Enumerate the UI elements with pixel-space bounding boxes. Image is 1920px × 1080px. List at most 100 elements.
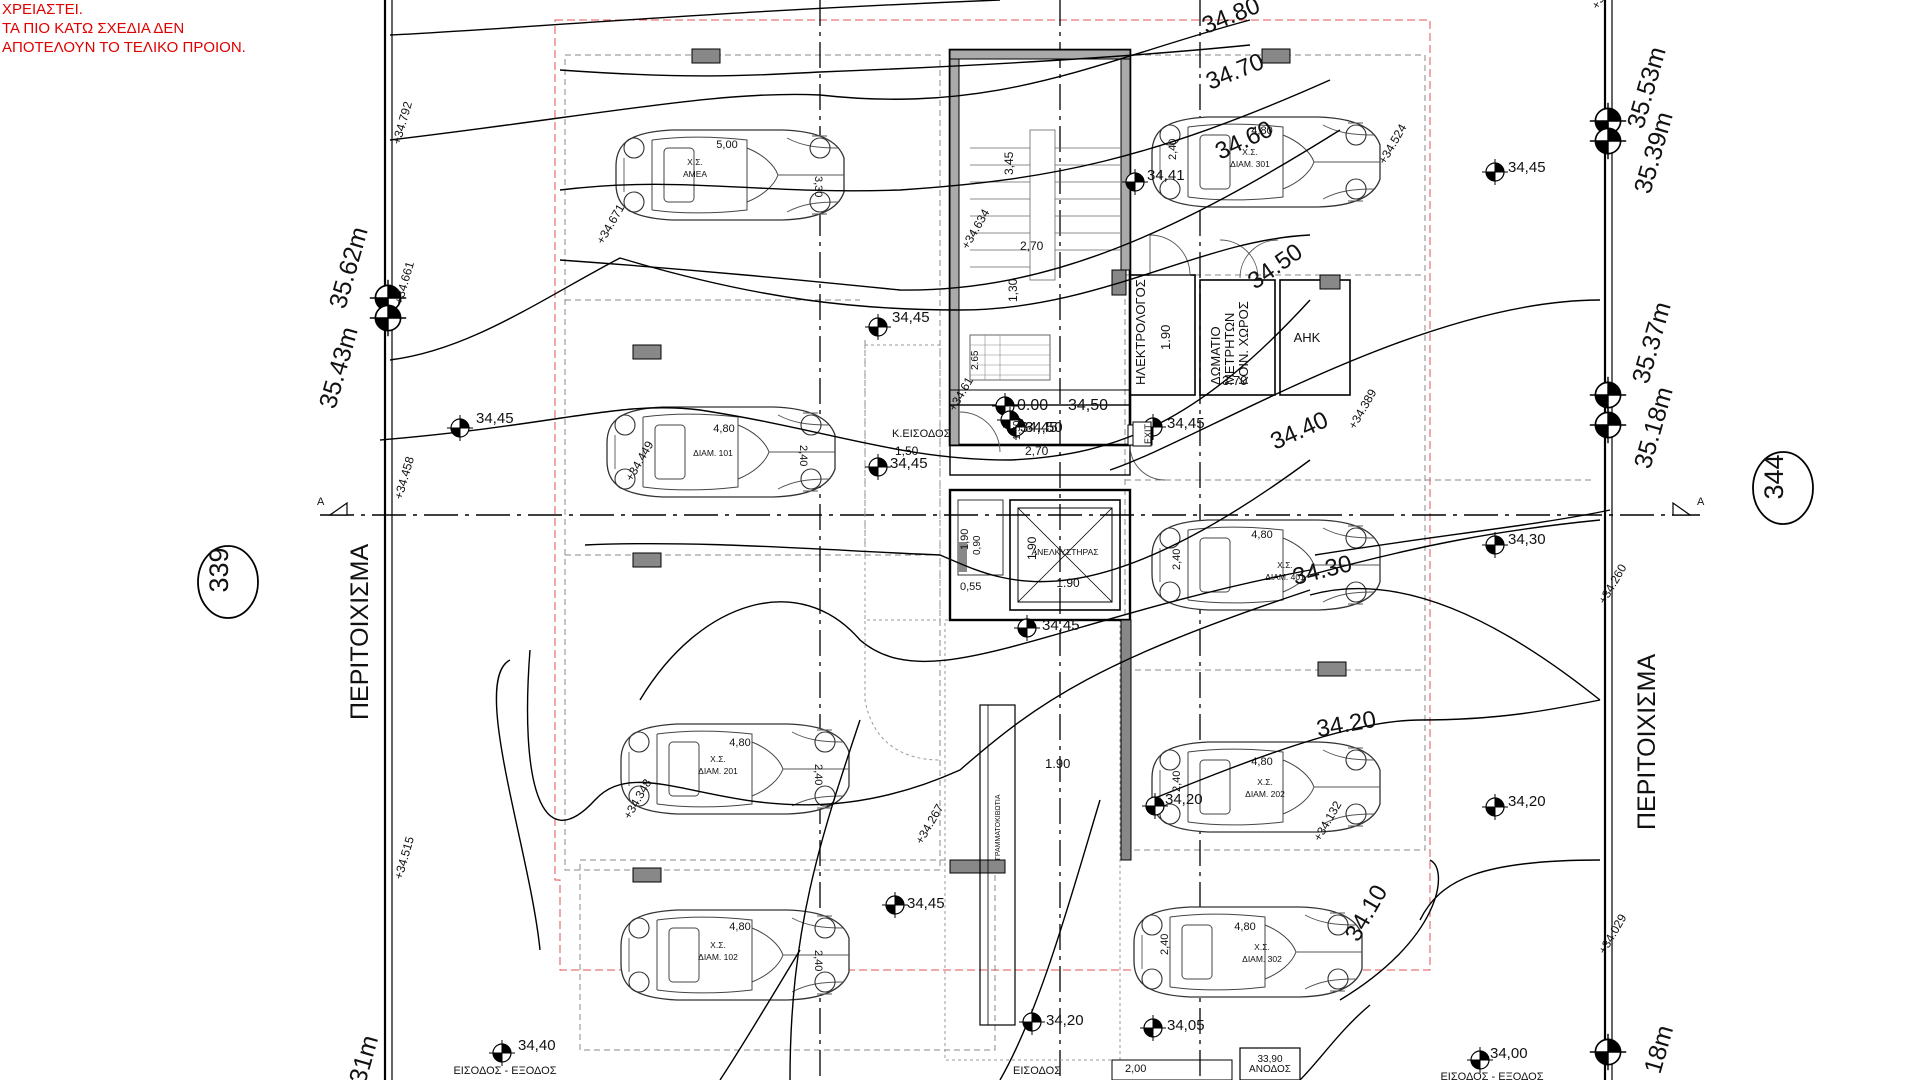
svg-text:0.00: 0.00	[1017, 397, 1048, 414]
section-marker-right: A	[1697, 496, 1705, 508]
survey-points: +34.792 +34.661 +34.458 +34.515 +34.671 …	[389, 0, 1629, 957]
svg-text:ΔΙΑΜ. 301: ΔΙΑΜ. 301	[1230, 159, 1270, 169]
svg-text:35.18m: 35.18m	[1629, 384, 1679, 472]
entrance-paths	[864, 344, 1121, 1061]
svg-text:1,50: 1,50	[895, 444, 919, 458]
svg-text:Χ.Σ.: Χ.Σ.	[710, 754, 726, 764]
svg-text:4,80: 4,80	[1251, 529, 1272, 541]
spot-level: 0.00 34,50	[991, 392, 1108, 420]
columns	[632, 48, 1347, 883]
svg-text:ΔΙΑΜ. 101: ΔΙΑΜ. 101	[693, 448, 733, 458]
svg-text:34.80: 34.80	[1198, 0, 1264, 40]
svg-text:0,55: 0,55	[960, 581, 981, 593]
spot-level: 34,41	[1121, 167, 1185, 196]
svg-text:34,20: 34,20	[1046, 1012, 1084, 1029]
lobby-and-lift	[948, 404, 1132, 1026]
parking-space-302: Χ.Σ. ΔΙΑΜ. 302 4,80 2,40	[1133, 906, 1363, 998]
parking-space-101: ΔΙΑΜ. 101 4,80 2,40	[606, 406, 836, 498]
svg-text:35.43m: 35.43m	[314, 324, 364, 412]
svg-text:4,80: 4,80	[713, 423, 734, 435]
svg-text:34,50: 34,50	[1068, 397, 1108, 414]
svg-text:+34.5: +34.5	[1588, 0, 1615, 12]
electrical-room-label: ΗΛΕΚΤΡΟΛΟΓΟΣ	[1133, 279, 1148, 385]
svg-text:Χ.Σ.: Χ.Σ.	[710, 940, 726, 950]
svg-text:34,40: 34,40	[518, 1037, 556, 1054]
svg-text:339: 339	[204, 547, 234, 592]
entrance-exit-left-label: ΕΙΣΟΔΟΣ - ΕΞΟΔΟΣ	[453, 1065, 556, 1077]
room-labels: ΗΛΕΚΤΡΟΛΟΓΟΣ 1.90 ΔΩΜΑΤΙΟ ΜΕΤΡΗΤΩΝ ΚΟΙΝ.…	[453, 279, 1543, 1080]
svg-text:2,40: 2,40	[1159, 934, 1171, 955]
svg-text:18m: 18m	[1639, 1022, 1679, 1076]
spot-levels: 34,45 34,45 34,45 34,45 34,45 34,45 0.00…	[446, 158, 1546, 1074]
meter-room-label-3: ΚΟΙΝ. ΧΩΡΟΣ	[1236, 301, 1251, 385]
elevator-width: 1.90	[1056, 576, 1080, 590]
svg-text:34,30: 34,30	[1508, 531, 1546, 548]
svg-text:34,05: 34,05	[1167, 1017, 1205, 1034]
spot-level: 34,45	[1002, 413, 1058, 441]
elevator-label: ΑΝΕΛΚΥΣΤΗΡΑΣ	[1031, 547, 1098, 557]
meter-room-dim: 3.70	[1222, 373, 1247, 388]
warning-line-3: ΑΠΟΤΕΛΟΥΝ ΤΟ ΤΕΛΙΚΟ ΠΡΟΙΟΝ.	[2, 39, 246, 56]
parking-space-102: Χ.Σ. ΔΙΑΜ. 102 4,80 2,40	[620, 909, 850, 1001]
dimension-labels: 3,45 2,70 1,30 1,50 2,70 1,50 1,90 0,55 …	[895, 151, 1146, 1075]
parking-space-401: Χ.Σ. ΔΙΑΜ. 401 4,80 2,40	[1151, 519, 1381, 611]
spot-level: 34,50	[996, 406, 1063, 436]
svg-text:1,30: 1,30	[1006, 278, 1020, 302]
svg-text:+34.524: +34.524	[1375, 121, 1409, 166]
svg-text:+34.515: +34.515	[391, 835, 417, 881]
svg-text:34.40: 34.40	[1266, 406, 1332, 455]
spot-level: 34,45	[864, 309, 930, 341]
ramp-label: ΑΝΟΔΟΣ	[1249, 1064, 1291, 1075]
svg-text:Χ.Σ.: Χ.Σ.	[1257, 777, 1273, 787]
mailboxes-label: ΓΡΑΜΜΑΤΟΚΙΒΩΤΙΑ	[995, 794, 1002, 860]
neighbour-labels: ΠΕΡΙΤΟΙΧΙΣΜΑ ΠΕΡΙΤΟΙΧΙΣΜΑ	[346, 544, 1661, 830]
svg-text:+34.792: +34.792	[389, 100, 415, 146]
spot-level: 34,30	[1481, 531, 1546, 559]
svg-text:+34.267: +34.267	[912, 801, 946, 846]
svg-text:34,45: 34,45	[892, 309, 930, 326]
svg-text:Χ.Σ.: Χ.Σ.	[1277, 560, 1293, 570]
svg-text:ΠΕΡΙΤΟΙΧΙΣΜΑ: ΠΕΡΙΤΟΙΧΙΣΜΑ	[346, 544, 374, 720]
entrance-label: ΕΙΣΟΔΟΣ	[1013, 1065, 1061, 1077]
svg-text:2,00: 2,00	[1125, 1063, 1146, 1075]
svg-text:ΔΙΑΜ. 401: ΔΙΑΜ. 401	[1265, 572, 1305, 582]
spot-level: 34,40	[488, 1037, 556, 1067]
svg-text:2.65: 2.65	[970, 350, 981, 370]
svg-text:+34.671: +34.671	[593, 201, 627, 246]
svg-text:2,40: 2,40	[1171, 549, 1183, 570]
svg-text:2,40: 2,40	[797, 445, 809, 466]
spot-level: 34,05	[1139, 1014, 1205, 1042]
section-marker-left: A	[317, 496, 325, 508]
plot-number-344: 344	[1752, 451, 1814, 525]
svg-text:EXIT: EXIT	[1143, 424, 1153, 445]
spot-level: 34,45	[446, 410, 514, 442]
spot-level: 34,45	[1481, 158, 1546, 186]
svg-text:ΠΕΡΙΤΟΙΧΙΣΜΑ: ΠΕΡΙΤΟΙΧΙΣΜΑ	[1633, 654, 1661, 830]
svg-text:344: 344	[1759, 454, 1789, 499]
spot-level: 34,45	[1013, 614, 1080, 642]
parking-space-201: Χ.Σ. ΔΙΑΜ. 201 4,80 2,40	[620, 723, 850, 815]
svg-text:Χ.Σ.: Χ.Σ.	[1254, 942, 1270, 952]
svg-text:34,45: 34,45	[907, 895, 945, 912]
entrance-exit-right-label: ΕΙΣΟΔΟΣ - ΕΞΟΔΟΣ	[1440, 1071, 1543, 1080]
svg-text:+34.634: +34.634	[958, 206, 992, 251]
svg-text:34,50: 34,50	[1025, 419, 1063, 436]
spot-level: 34,45	[1139, 413, 1205, 441]
svg-text:0,90: 0,90	[972, 535, 983, 555]
spot-level: 34,00	[1466, 1045, 1528, 1074]
svg-text:34,20: 34,20	[1165, 791, 1203, 808]
svg-text:34,00: 34,00	[1490, 1045, 1528, 1062]
spot-level: 34,20	[1481, 793, 1546, 821]
svg-text:34.10: 34.10	[1340, 880, 1393, 946]
svg-text:4,80: 4,80	[1251, 756, 1272, 768]
svg-text:34,45: 34,45	[476, 410, 514, 427]
exit-sign: EXIT	[1132, 421, 1153, 447]
electrical-room-dim: 1.90	[1158, 325, 1173, 350]
parking-space-301: Χ.Σ. ΔΙΑΜ. 301 4,80 2,40	[1151, 116, 1381, 208]
svg-text:5,00: 5,00	[716, 139, 737, 151]
svg-text:4,80: 4,80	[1234, 921, 1255, 933]
boundary-wall-right	[1603, 0, 1613, 1080]
svg-text:34,45: 34,45	[1508, 159, 1546, 176]
svg-text:ΔΙΑΜ. 201: ΔΙΑΜ. 201	[698, 766, 738, 776]
